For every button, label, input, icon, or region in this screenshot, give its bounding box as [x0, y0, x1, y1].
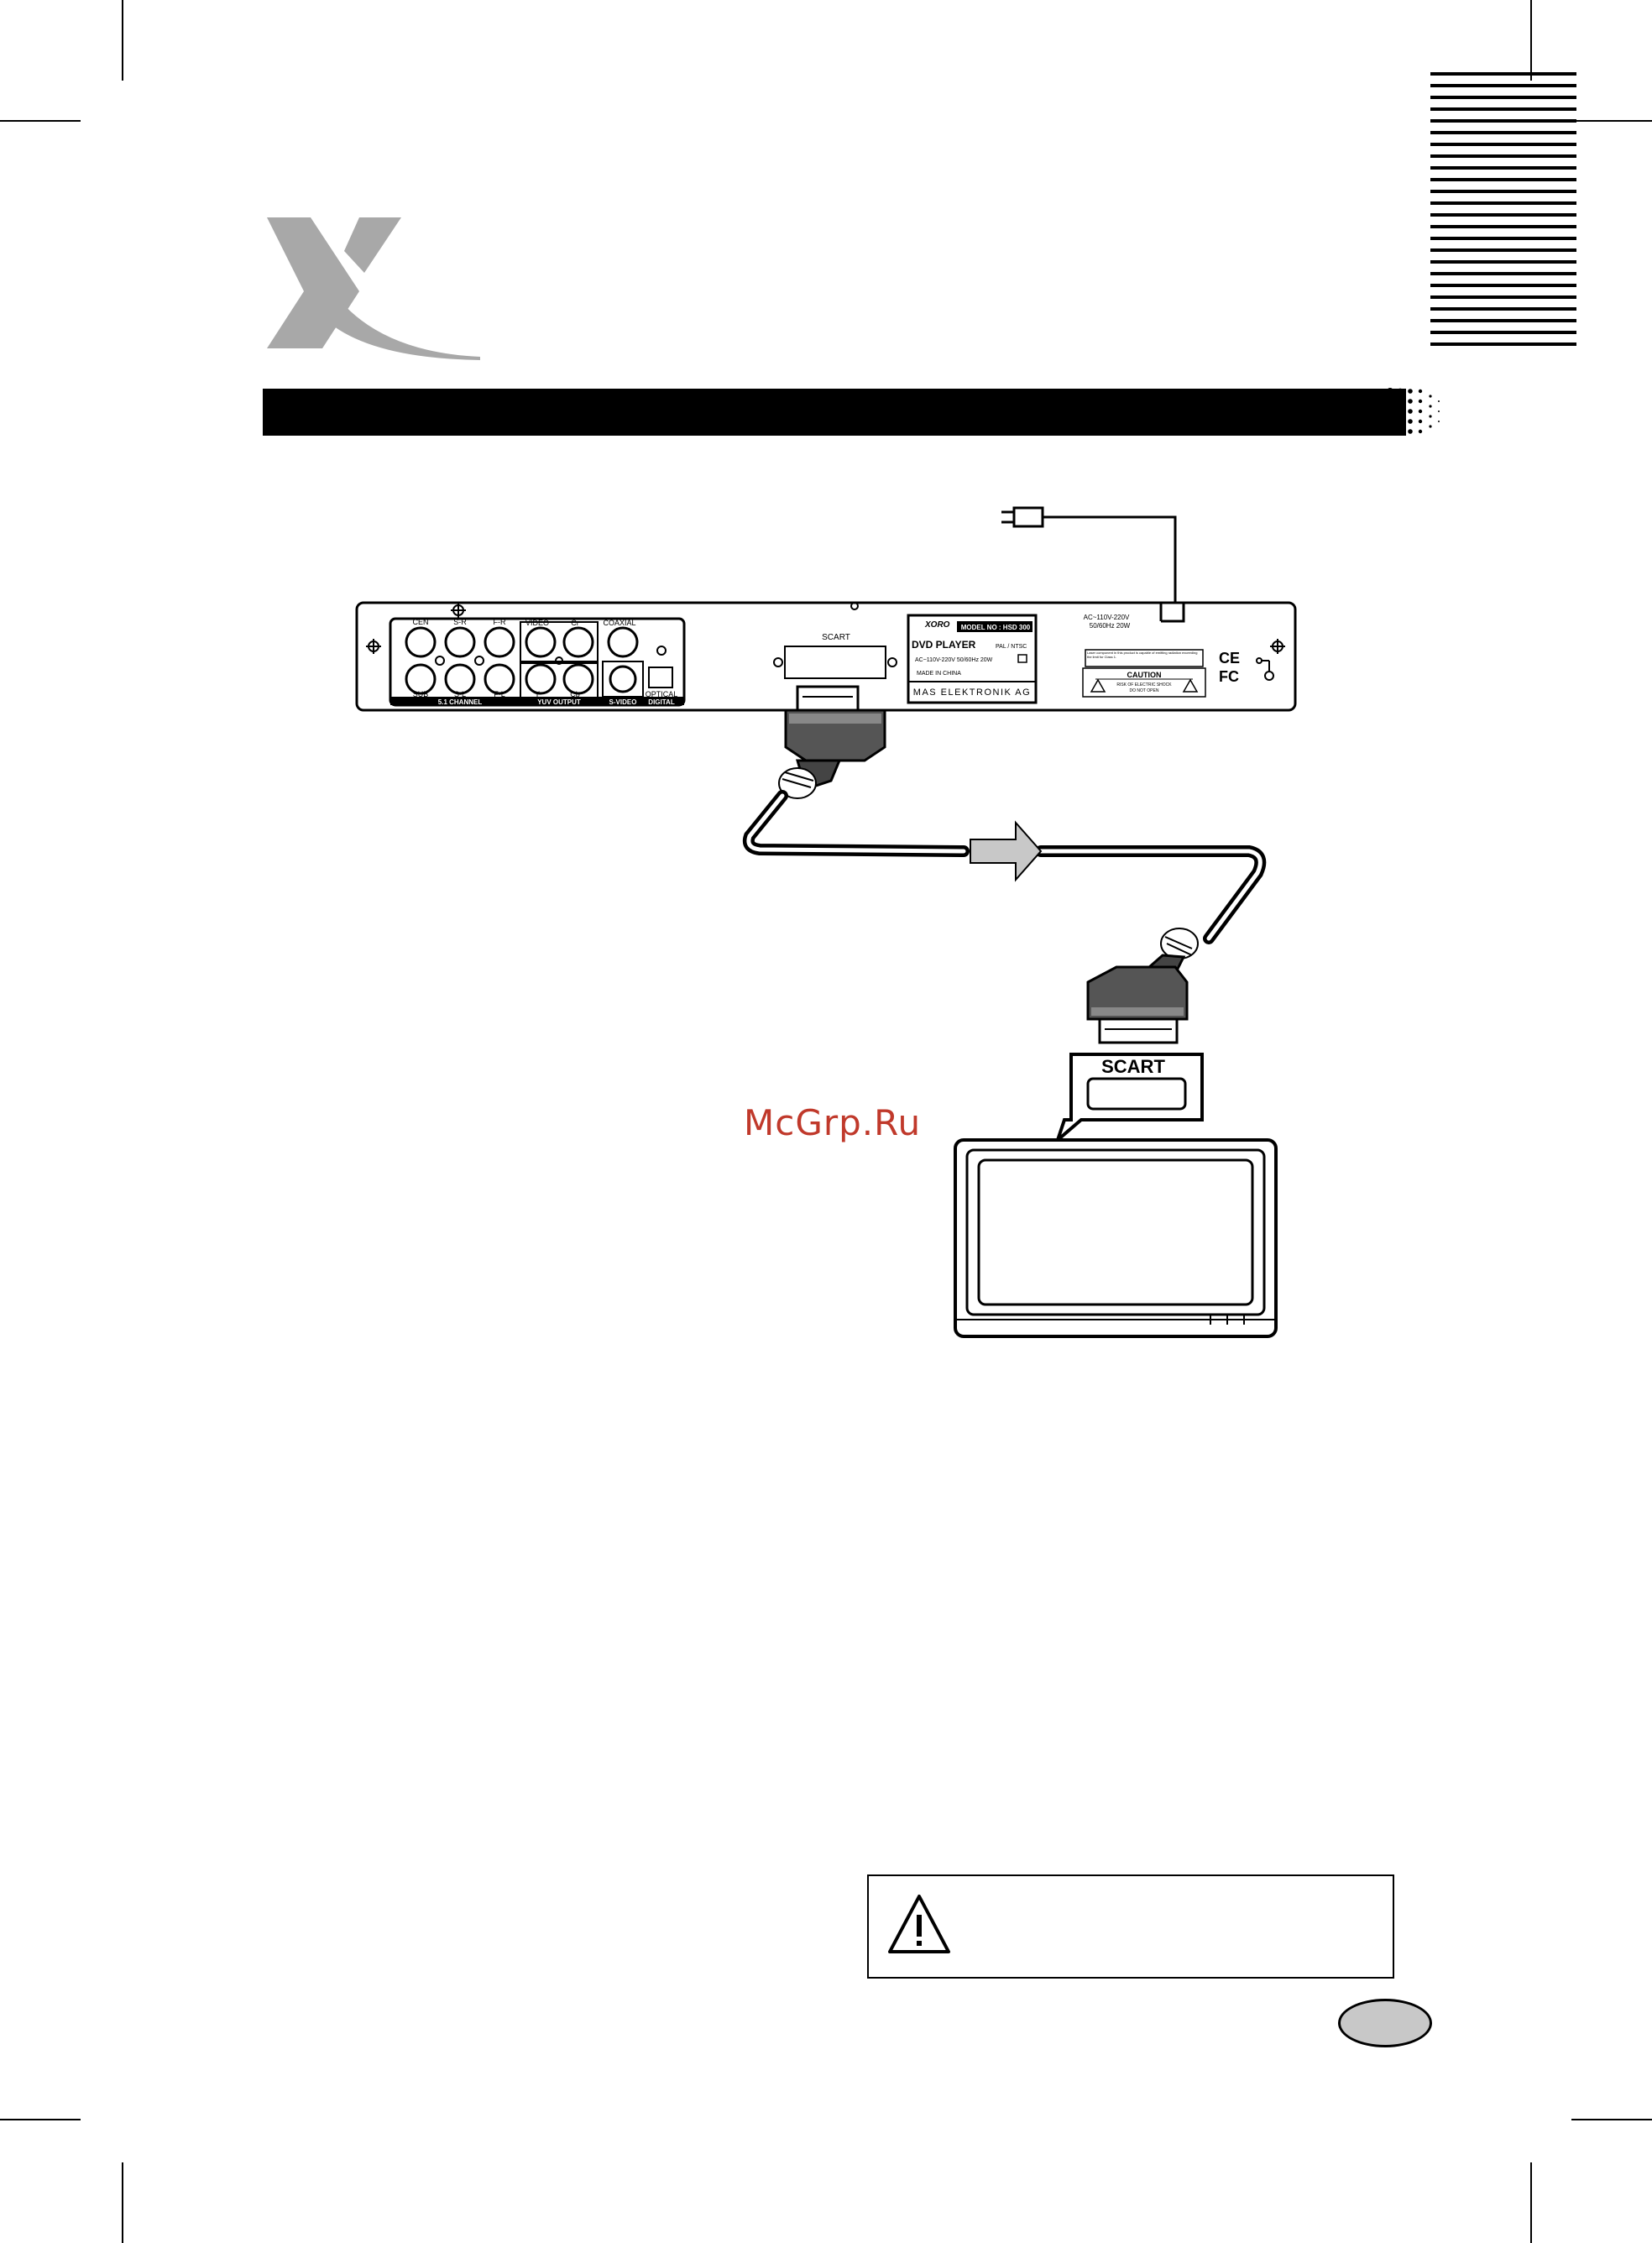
xoro-x-logo [267, 217, 480, 360]
nameplate-manufacturer: MAS ELEKTRONIK AG [913, 688, 1031, 698]
warning-note-box [867, 1874, 1394, 1979]
fr-jack-label: F-R [494, 618, 506, 626]
crop-mark [1530, 2162, 1532, 2243]
title-bar-halftone [1387, 388, 1440, 435]
group-label-s-video: S-VIDEO [609, 698, 637, 706]
power-rating-line1: AC~110V-220V [1084, 614, 1130, 621]
crop-mark [122, 0, 123, 81]
page-number-badge [1338, 1999, 1432, 2047]
nameplate-product: DVD PLAYER [912, 639, 976, 651]
scart-connection-diagram: CEN S-R F-R SUB S-L F-L VIDEO Cr Y Cb CO… [355, 506, 1297, 1338]
nameplate-model: MODEL NO : HSD 300 [961, 624, 1031, 631]
group-label-digital: DIGITAL [648, 698, 675, 706]
tv-scart-callout: SCART [1053, 1053, 1204, 1146]
warning-triangle-icon [888, 1895, 950, 1953]
dc-polarity-icon [1256, 657, 1274, 681]
dvd-player-rear-panel: CEN S-R F-R SUB S-L F-L VIDEO Cr Y Cb CO… [355, 601, 1297, 712]
section-tab-stripes [1430, 72, 1576, 361]
nameplate-logo: XORO [924, 620, 950, 630]
group-label-yuv-output: YUV OUTPUT [537, 698, 581, 706]
fc-mark: FC [1219, 668, 1239, 685]
sr-jack-label: S-R [453, 618, 467, 626]
shock-warning-icon [1090, 678, 1106, 693]
nameplate-origin: MADE IN CHINA [917, 671, 961, 677]
crop-mark [122, 2162, 123, 2243]
television [954, 1138, 1278, 1338]
video-jack-label: VIDEO [525, 619, 549, 627]
crop-mark [1571, 120, 1652, 122]
watermark: McGrp.Ru [744, 1102, 922, 1143]
ce-mark: CE [1219, 650, 1240, 667]
player-scart-label: SCART [822, 633, 850, 642]
sub-jack-label: SUB [413, 690, 429, 698]
crop-mark [0, 120, 81, 122]
laser-notice-text: Laser component in this product is capab… [1087, 651, 1198, 659]
signal-direction-arrow-icon [970, 820, 1043, 882]
power-plug-icon [1001, 506, 1044, 528]
nameplate-power: AC~110V-220V 50/60Hz 20W [915, 657, 993, 663]
caution-title: CAUTION [1127, 671, 1162, 679]
scart-plug-player-side [778, 685, 886, 799]
cen-jack-label: CEN [412, 618, 428, 626]
cb-jack-label: Cb [570, 690, 580, 698]
crop-mark [0, 2119, 81, 2120]
cr-jack-label: Cr [571, 619, 579, 627]
caution-text-2: DO NOT OPEN [1130, 688, 1159, 693]
fl-jack-label: F-L [494, 690, 505, 698]
section-title-bar [263, 389, 1406, 436]
y-jack-label: Y [535, 690, 540, 698]
caution-text-1: RISK OF ELECTRIC SHOCK [1116, 682, 1172, 688]
crop-mark [1571, 2119, 1652, 2120]
sl-jack-label: S-L [454, 690, 466, 698]
crop-mark [1530, 0, 1532, 81]
tv-scart-label: SCART [1101, 1056, 1165, 1077]
power-rating-line2: 50/60Hz 20W [1090, 622, 1131, 630]
nameplate-system: PAL / NTSC [996, 644, 1027, 650]
group-label-5-1-channel: 5.1 CHANNEL [438, 698, 483, 706]
optical-jack-label: OPTICAL [646, 690, 678, 698]
coaxial-jack-label: COAXIAL [603, 619, 635, 627]
warning-triangle-icon [1182, 678, 1199, 693]
scart-plug-tv-side [1086, 928, 1199, 1044]
